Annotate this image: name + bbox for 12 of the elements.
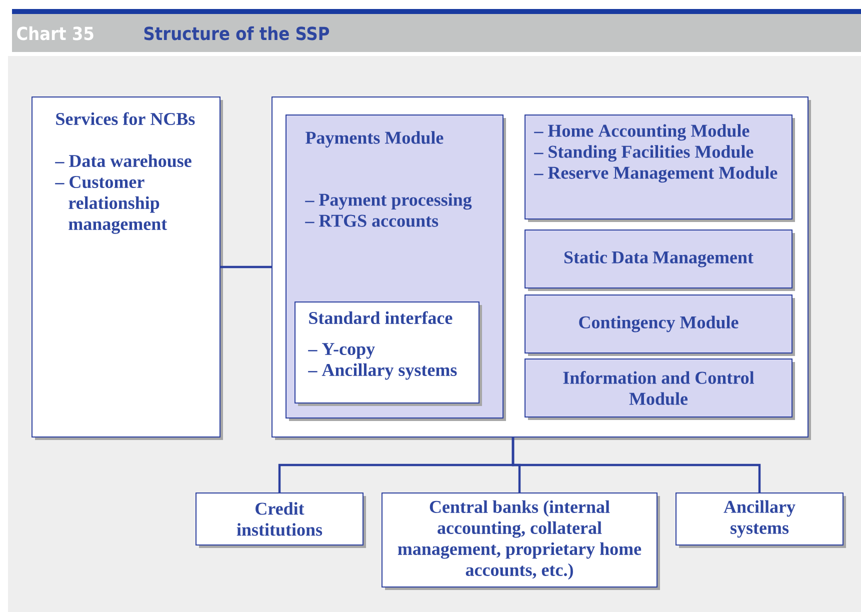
chart-title: Structure of the SSP [144, 26, 330, 40]
connector-line [220, 266, 272, 268]
module-box: Information and Control Module [524, 358, 795, 420]
chart-number: Chart 35 [17, 26, 94, 40]
module-box: Contingency Module [524, 294, 795, 356]
connector-line [512, 438, 761, 492]
module-box: – Home Accounting Module – Standing Facilities Module – Reserve Management Module [524, 114, 795, 222]
participant-box: Ancillary systems [676, 492, 846, 548]
module-box: Static Data Management [524, 230, 795, 291]
participant-box: Credit institutions [196, 492, 366, 548]
participant-box: Central banks (internal accounting, collateral management, proprietary home accounts, etc.) [382, 492, 660, 590]
service-box: Services for NCBs – Data warehouse – Customer relationship management [32, 96, 223, 440]
